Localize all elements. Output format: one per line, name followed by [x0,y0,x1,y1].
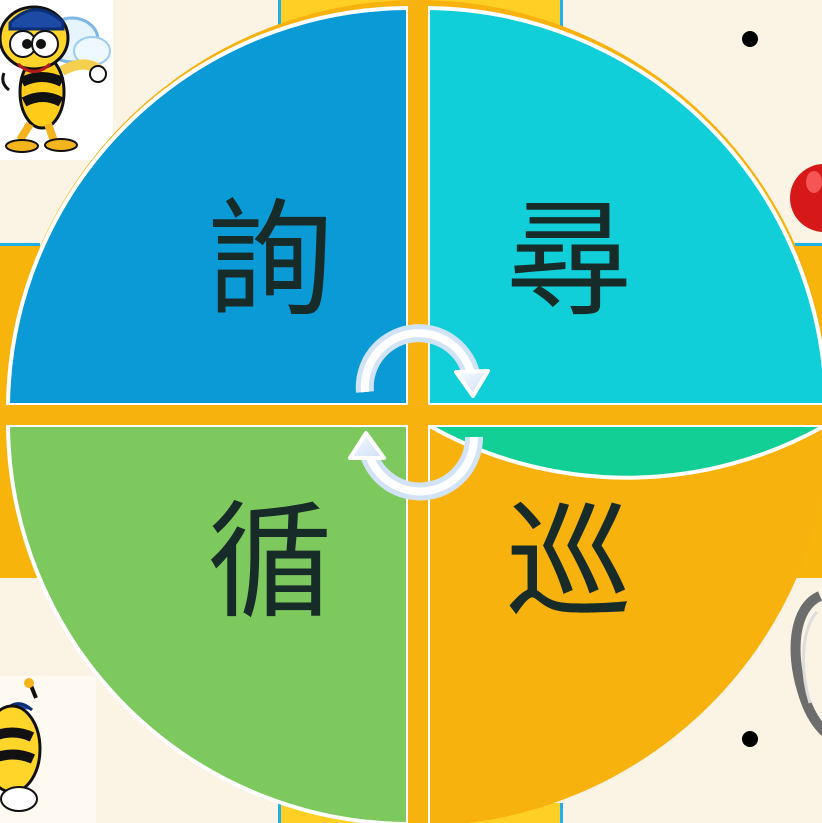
quadrant-top-right [426,5,822,407]
metal-ring-icon [790,591,822,737]
bee-mascot-partial-icon [0,676,96,823]
quadrant-bottom-right [426,421,822,823]
left-blue-line [0,243,40,246]
curved-arrow-left-icon [348,431,484,501]
bullet-top [742,31,758,47]
bottom-right-blue-line [560,803,563,823]
top-left-blue-line [278,0,281,34]
quadrant-label-top-right: 尋 [506,187,632,334]
horizontal-divider [0,405,822,425]
curved-arrow-right-icon [355,324,490,398]
top-right-blue-line [560,0,563,34]
bee-mascot-illustration [0,5,111,153]
quadrant-bottom-left [5,423,410,823]
right-top-decoration [786,150,822,250]
bullet-bottom [742,731,758,747]
quadrant-label-bottom-right: 巡 [506,489,632,636]
right-bottom-decoration [786,590,822,770]
quadrant-label-bottom-left: 循 [207,489,333,636]
bottom-left-blue-line [278,803,281,823]
bee-mascot-icon [0,0,113,160]
bee-mascot-partial-illustration [0,678,42,812]
red-ball-icon [790,164,822,232]
quadrant-top-left [5,5,410,407]
right-blue-line [784,243,822,246]
quadrant-label-top-left: 詢 [207,187,333,334]
